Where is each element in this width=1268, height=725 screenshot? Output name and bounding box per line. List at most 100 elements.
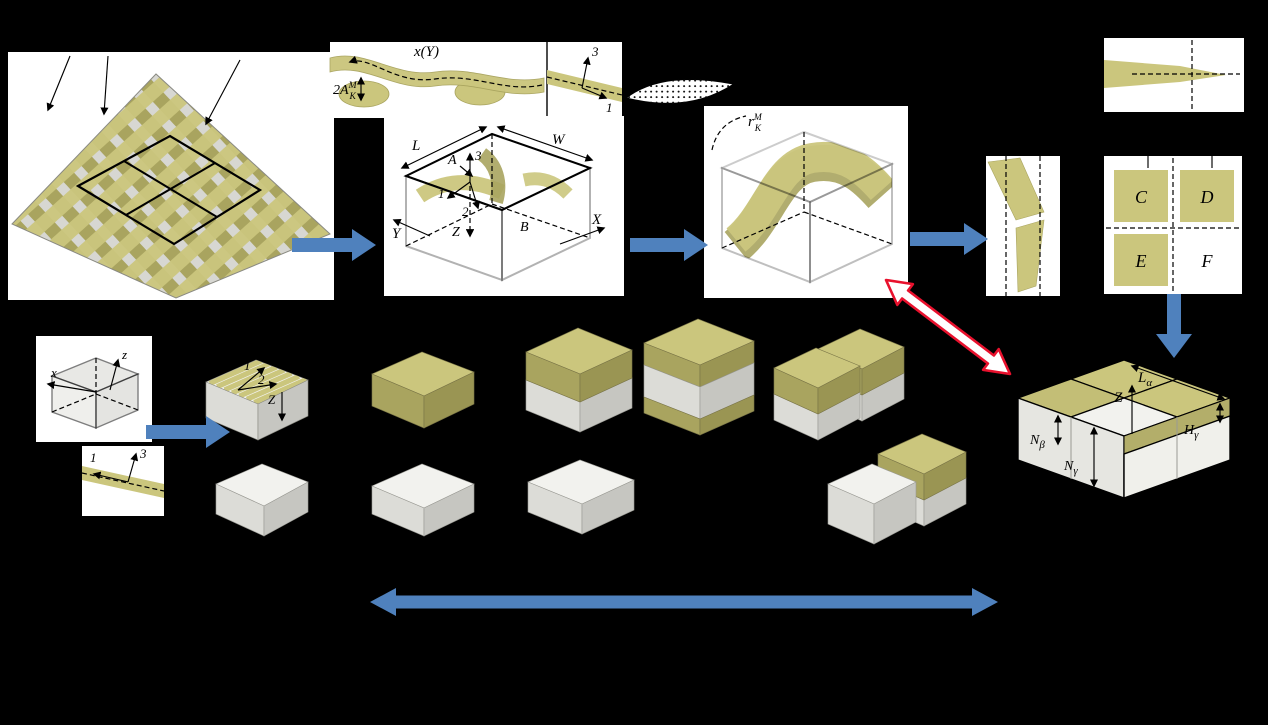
front-matrix-block	[827, 463, 917, 545]
matrix-cube-1	[210, 450, 314, 538]
label-axis3: 3	[591, 44, 599, 59]
flow-arrow-4	[146, 415, 230, 449]
inclined-centerline	[546, 76, 623, 96]
label-axis-y: Y	[392, 226, 402, 242]
label-axis-z: Z	[452, 225, 460, 240]
homogenized-block: Lα Z Hγ Nβ Nγ	[1002, 348, 1248, 534]
axis-3-arrow	[581, 56, 591, 89]
label-n-beta: Nβ	[1029, 433, 1045, 451]
unit-cell-graphic: L W A 3 1 2 Z B Y X	[392, 125, 606, 282]
y-axis-arrow	[392, 218, 431, 237]
woven-fabric-panel	[8, 52, 334, 300]
yarn-slice-strip	[986, 156, 1060, 296]
label-n-gamma: Nγ	[1063, 459, 1078, 477]
woven-fabric-graphic	[11, 55, 331, 299]
axis-2-arrow	[237, 381, 278, 391]
radius-arc	[711, 115, 747, 151]
label-quadrant-f: F	[1201, 251, 1214, 271]
label-quadrant-e: E	[1135, 251, 1147, 271]
label-axis3: 3	[139, 446, 147, 461]
label-axis1: 1	[438, 186, 445, 201]
quadrant-c	[1114, 170, 1168, 222]
matrix-micro-cube-panel: x z	[36, 336, 152, 442]
lamina-band-panel: 1 3	[81, 446, 165, 516]
yarn-cell-box	[719, 130, 895, 284]
quadrant-map-panel: C D E F	[1102, 154, 1244, 296]
axis-1-arrow	[92, 471, 129, 483]
unit-cell-grid-outline	[75, 134, 263, 246]
label-axis-z: Z	[1114, 390, 1123, 406]
label-axis1: 1	[606, 100, 613, 115]
wavy-yarn-band	[329, 55, 545, 95]
dimension-arrows	[400, 125, 594, 169]
cube-right	[257, 379, 309, 441]
label-h-gamma: Hγ	[1183, 423, 1199, 441]
quadrant-e	[1114, 234, 1168, 286]
label-quadrant-d: D	[1200, 187, 1214, 207]
label-axis3: 3	[474, 148, 482, 163]
label-length: L	[411, 138, 420, 154]
label-axis-z: Z	[268, 392, 276, 407]
yarn-centerline	[348, 55, 543, 88]
yarn-band-panel	[1104, 38, 1244, 112]
quadrant-d	[1180, 170, 1234, 222]
three-layer-stack	[638, 315, 762, 445]
top-yarn-layer	[525, 327, 633, 403]
l-alpha-arrow	[1130, 364, 1226, 401]
pointer-arrows	[46, 55, 241, 126]
flow-arrow-1	[292, 228, 376, 262]
flow-arrow-3	[910, 222, 988, 256]
unit-cell-panel: L W A 3 1 2 Z B Y X	[384, 116, 624, 296]
label-axis-x: x	[50, 365, 57, 380]
axis-1-arrow	[237, 367, 266, 391]
span-arrow	[370, 586, 998, 618]
block-assembly-top	[768, 322, 908, 457]
label-axis1: 1	[90, 450, 97, 465]
top-yarn-layer	[643, 318, 755, 388]
flow-arrow-down	[1156, 294, 1192, 358]
block-faces	[1016, 359, 1232, 499]
label-point-b: B	[520, 220, 529, 235]
z-axis-arrow	[109, 358, 121, 391]
two-layer-stack	[520, 322, 642, 434]
matrix-cube-2	[366, 450, 480, 538]
rve-box	[403, 132, 593, 282]
label-x-of-y: x(Y)	[413, 44, 439, 60]
label-axis-x: X	[591, 212, 602, 228]
equivalence-arrow	[878, 272, 1024, 384]
label-quadrant-c: C	[1135, 187, 1148, 207]
axis-1-arrow	[581, 87, 608, 100]
dotted-cross-section	[622, 68, 740, 118]
layered-stripe-cube: 1 2 Z	[198, 340, 316, 442]
label-axis1: 1	[244, 358, 251, 373]
dashed-arc	[623, 75, 647, 113]
label-axis2: 2	[462, 204, 469, 219]
matrix-cube-3	[520, 446, 642, 538]
x-axis-arrow	[46, 381, 97, 393]
bottom-yarn-layer	[643, 394, 755, 436]
label-point-a: A	[447, 153, 457, 168]
yarn-slice-upper	[987, 157, 1045, 221]
band-centerline	[81, 472, 165, 492]
lamina-slab	[366, 336, 480, 432]
label-axis2: 2	[258, 372, 265, 387]
label-l-alpha: Lα	[1137, 370, 1152, 389]
micro-cube	[50, 357, 140, 430]
material-axes-triad: 3 1 2	[438, 148, 482, 219]
lens-dots	[626, 79, 734, 104]
curved-yarn-ribbon	[723, 141, 892, 260]
axis-3-arrow	[127, 452, 139, 483]
block-assembly-bottom	[822, 432, 970, 550]
x-axis-arrow	[559, 226, 606, 245]
front-block	[773, 347, 861, 441]
label-width: W	[552, 132, 566, 148]
yarn-slice-lower	[1015, 219, 1045, 293]
flow-arrow-2	[630, 228, 708, 262]
